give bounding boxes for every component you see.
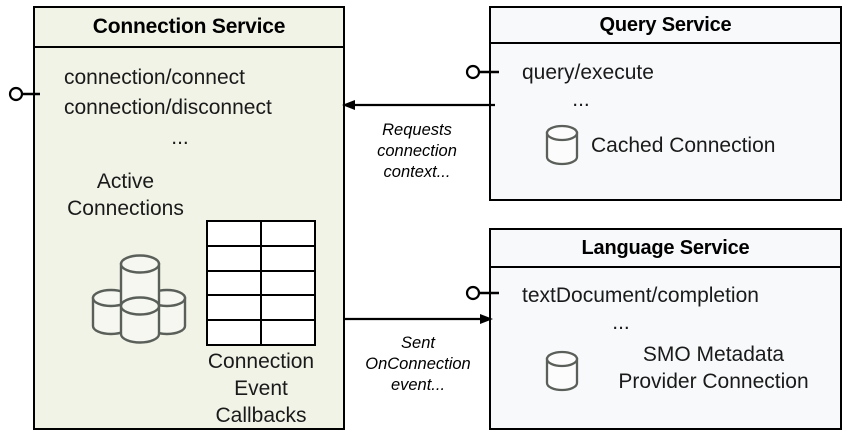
component-query-service[interactable]: Query Service query/execute ... Cached C… [489,6,842,201]
connection-event-callbacks-table[interactable] [206,220,316,346]
table-cell [208,296,260,320]
table-cell [262,246,314,270]
table-cell [262,321,314,344]
operation-connection-disconnect[interactable]: connection/disconnect [64,96,272,119]
operation-textdocument-completion[interactable]: textDocument/completion [522,284,759,307]
operation-connection-connect[interactable]: connection/connect [64,66,245,89]
connector-connection-to-language [343,309,493,334]
artifact-label-cached-connection: Cached Connection [591,134,776,157]
component-connection-service[interactable]: Connection Service connection/connect co… [33,6,345,430]
connection-event-callbacks-label: Connection Event Callbacks [207,350,315,427]
component-language-service[interactable]: Language Service textDocument/completion… [489,228,842,430]
active-connections-label: Active Connections [67,170,184,220]
database-icon-smo-metadata-provider [543,348,581,399]
table-cell [262,271,314,295]
component-title-language-service: Language Service [491,230,840,268]
component-body-language-service: textDocument/completion ... SMO Metadata… [491,268,840,428]
connector-label-sent-onconnection-event: Sent OnConnection event... [365,334,471,394]
operations-ellipsis-query-service: ... [572,88,590,111]
database-icon-cached-connection [543,122,581,173]
component-title-query-service: Query Service [491,8,840,44]
table-cell [208,271,260,295]
table-cell [262,296,314,320]
table-cell [208,246,260,270]
database-cluster-icon [85,240,195,350]
artifact-label-smo-metadata-provider-connection: SMO Metadata Provider Connection [618,343,809,393]
operation-query-execute[interactable]: query/execute [522,61,654,84]
component-body-query-service: query/execute ... Cached Connection [491,44,840,199]
table-cell [262,222,314,245]
component-title-connection-service: Connection Service [35,8,343,48]
component-body-connection-service: connection/connect connection/disconnect… [35,48,343,428]
connector-query-to-connection [340,95,495,120]
table-cell [208,222,260,245]
operations-ellipsis-connection-service: ... [171,126,189,149]
table-cell [208,321,260,344]
connector-label-requests-connection-context: Requests connection context... [377,121,457,181]
operations-ellipsis-language-service: ... [612,311,630,334]
